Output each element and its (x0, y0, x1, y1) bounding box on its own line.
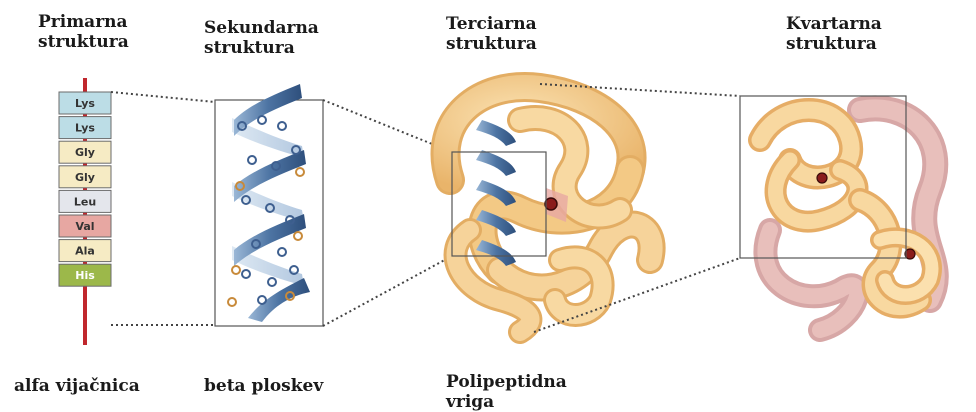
amino-acid-lys: Lys (59, 117, 111, 139)
heme-marker-1 (817, 173, 827, 183)
heme-marker (545, 198, 557, 210)
amino-acid-gly: Gly (59, 141, 111, 163)
amino-acid-ala: Ala (59, 240, 111, 262)
amino-acid-label: His (75, 269, 95, 282)
tertiary-structure (446, 87, 652, 332)
amino-acid-his: His (59, 264, 111, 286)
amino-acid-label: Lys (75, 122, 95, 135)
connector-top-1 (111, 92, 215, 102)
amino-acid-val: Val (59, 215, 111, 237)
amino-acid-label: Leu (74, 195, 96, 208)
connector-bottom-2 (323, 256, 452, 326)
amino-acid-label: Val (75, 220, 94, 233)
amino-acid-label: Gly (75, 146, 95, 159)
amino-acid-label: Gly (75, 171, 95, 184)
quaternary-structure (740, 96, 936, 330)
amino-acid-gly: Gly (59, 166, 111, 188)
amino-acid-lys: Lys (59, 92, 111, 114)
amino-acid-label: Ala (75, 245, 95, 258)
secondary-structure-helix (215, 84, 323, 326)
amino-acid-leu: Leu (59, 190, 111, 212)
amino-acid-label: Lys (75, 97, 95, 110)
